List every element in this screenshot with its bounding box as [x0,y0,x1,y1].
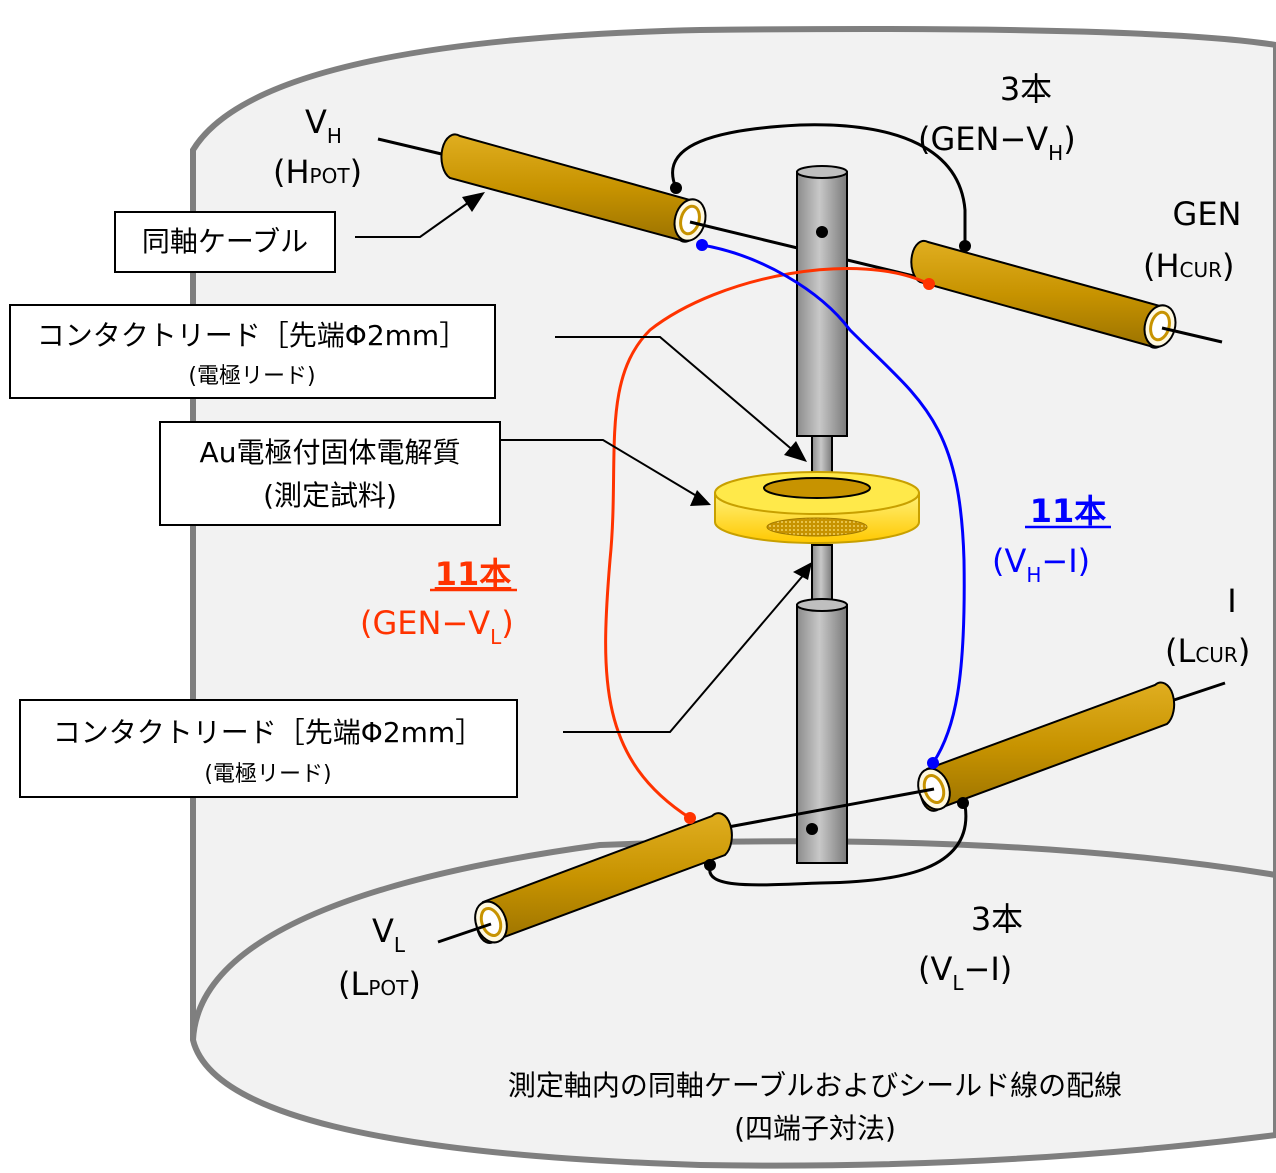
i-paren-label: (LCUR) [1165,632,1250,670]
i-label: I [1227,582,1236,620]
caption-line1: 測定軸内の同軸ケーブルおよびシールド線の配線 [508,1069,1122,1102]
junction-dot [959,240,971,252]
caption-line2: (四端子対法) [734,1112,896,1145]
top-count-label: 3本 [1000,70,1052,108]
contact-bottom-line1: コンタクトリード［先端Φ2mm］ [53,716,483,749]
coax-cable-gen [910,239,1223,349]
red-shield-wire [604,267,930,820]
sample-callout-box [159,421,501,526]
callout-leaders [355,199,807,733]
upper-rod [796,165,848,481]
junction-dot [957,797,969,809]
bottom-count-pair: (VL−I) [918,950,1012,995]
junction-dot [704,859,716,871]
lower-rod [796,544,848,864]
sample-line1: Au電極付固体電解質 [200,436,461,469]
contact-top-line1: コンタクトリード［先端Φ2mm］ [37,319,467,352]
shield-wire-top [671,123,967,244]
blue-junction-dot [696,239,708,251]
vh-label: VH [305,103,342,148]
gen-label: GEN [1173,195,1242,233]
contact-bottom-line2: (電極リード) [204,762,331,787]
sample-line2: (測定試料) [263,479,397,512]
blue-count-pair: (VH−I) [992,542,1090,587]
contact-top-callout-box [9,304,496,399]
shield-wire-bottom [708,804,968,887]
top-count-pair: (GEN−VH) [918,120,1076,165]
gen-paren-label: (HCUR) [1143,247,1235,285]
red-count-pair: (GEN−VL) [360,604,514,649]
junction-dot [806,823,818,835]
red-count-label: 11本 [435,555,512,593]
contact-bottom-callout-box [19,699,518,798]
coax-callout-box [114,211,336,273]
vh-paren-label: (HPOT) [273,153,362,191]
coax-cable-i [711,681,1226,832]
junction-dot [670,182,682,194]
junction-dot [816,226,828,238]
vessel-bottom-ellipse [190,838,1276,1041]
coax-cable-vl [437,812,733,944]
contact-top-line2: (電極リード) [188,364,315,389]
red-junction-dot [923,278,935,290]
blue-junction-dot [927,757,939,769]
sample-disk [714,471,920,544]
red-junction-dot [684,812,696,824]
coax-callout-text: 同軸ケーブル [142,225,308,258]
vl-label: VL [372,912,406,957]
bottom-count-label: 3本 [971,900,1023,938]
blue-shield-wire [701,243,966,764]
leader-arrowheads [462,192,812,580]
blue-count-label: 11本 [1030,492,1107,530]
vl-paren-label: (LPOT) [338,965,421,1003]
